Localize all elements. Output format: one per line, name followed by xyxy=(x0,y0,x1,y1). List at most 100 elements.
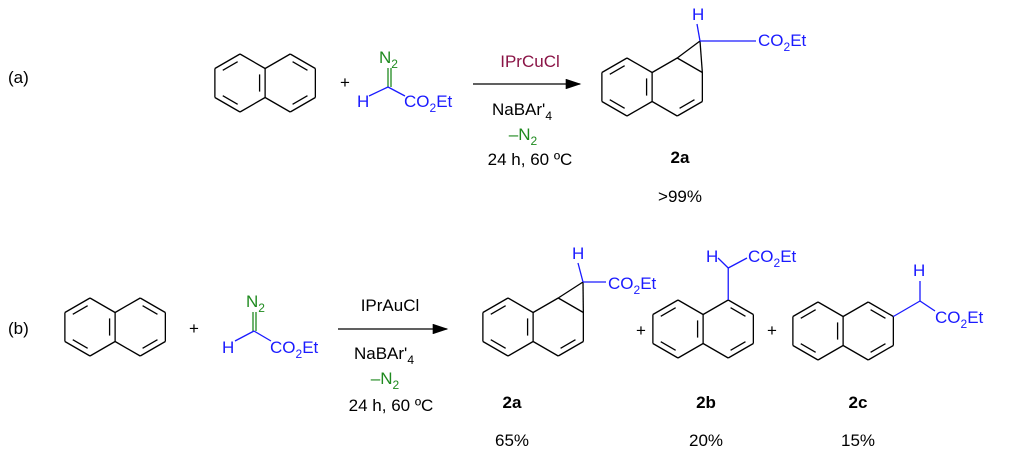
c-h-bond xyxy=(717,257,729,269)
product-2c-h: H xyxy=(913,261,925,280)
ring-bond xyxy=(64,340,91,357)
ring-bond xyxy=(89,297,116,314)
ring-bond xyxy=(557,340,584,357)
c-ester-bond xyxy=(727,257,748,269)
ring-bond xyxy=(114,297,141,314)
ring-bond xyxy=(114,340,141,357)
ring-bond xyxy=(64,297,91,314)
ring-bond xyxy=(842,301,869,318)
double-bond-inner xyxy=(72,339,88,349)
ring-bond xyxy=(651,57,678,74)
double-bond-inner xyxy=(800,343,816,353)
double-bond-inner xyxy=(660,341,676,351)
ring-bond xyxy=(532,340,559,357)
ch-bond xyxy=(893,300,921,318)
c-h-bond xyxy=(696,23,701,42)
ring-bond xyxy=(89,340,116,357)
double-bond-inner xyxy=(490,339,506,349)
ring-bond xyxy=(601,57,628,74)
double-bond-inner xyxy=(560,339,576,349)
ring-bond xyxy=(652,342,679,359)
double-bond-inner xyxy=(292,95,308,105)
ring-bond xyxy=(482,340,509,357)
ring-bond xyxy=(652,299,679,316)
double-bond-inner xyxy=(72,305,88,315)
ring-bond xyxy=(214,96,241,113)
ring-bond xyxy=(532,297,559,314)
double-bond-inner xyxy=(870,309,886,319)
diazo-h: H xyxy=(222,338,234,357)
ring-bond xyxy=(507,340,534,357)
ring-bond xyxy=(702,342,729,359)
c-ester-bond xyxy=(253,330,272,342)
ring-bond xyxy=(651,100,678,117)
plus-sign: + xyxy=(767,321,777,340)
catalyst: IPrCuCl xyxy=(500,52,560,71)
double-bond-inner xyxy=(142,305,158,315)
bond-lines xyxy=(64,23,936,361)
ring-bond xyxy=(239,53,266,70)
ring-bond xyxy=(727,299,754,316)
product-yield: >99% xyxy=(658,187,702,206)
double-bond-inner xyxy=(660,307,676,317)
plus-sign: + xyxy=(340,73,350,92)
conditions: 24 h, 60 ºC xyxy=(488,150,573,169)
ring-bond xyxy=(557,297,584,314)
product-2b-yield: 20% xyxy=(689,431,723,450)
double-bond-inner xyxy=(730,307,746,317)
ring-bond xyxy=(601,100,628,117)
cyclopropane-bond xyxy=(699,40,703,73)
double-bond-inner xyxy=(222,95,238,105)
cyclopropane-bond xyxy=(557,281,584,299)
double-bond-inner xyxy=(730,341,746,351)
ring-bond xyxy=(482,297,509,314)
double-bond-inner xyxy=(292,61,308,71)
diazo-h: H xyxy=(357,92,369,111)
ring-bond xyxy=(626,100,653,117)
ring-bond xyxy=(676,57,703,74)
product-2c-ester: CO2Et xyxy=(935,308,984,331)
reaction-b-label: (b) xyxy=(8,319,29,338)
ring-bond xyxy=(677,299,704,316)
ring-bond xyxy=(867,344,894,361)
ring-bond xyxy=(727,342,754,359)
double-bond-inner xyxy=(222,61,238,71)
c-ester-bond xyxy=(387,86,406,97)
byproduct: –N2 xyxy=(509,125,538,148)
product-2a-h: H xyxy=(572,244,584,263)
product-2c-yield: 15% xyxy=(841,431,875,450)
double-bond-inner xyxy=(609,65,625,75)
ring-bond xyxy=(626,57,653,74)
product-label: 2a xyxy=(671,148,690,167)
ring-bond xyxy=(676,100,703,117)
byproduct: –N2 xyxy=(371,369,400,392)
double-bond-inner xyxy=(142,339,158,349)
ring-bond xyxy=(817,344,844,361)
product-2a-ester: CO2Et xyxy=(608,274,657,297)
c-h-bond xyxy=(577,262,584,283)
double-bond-inner xyxy=(870,343,886,353)
ring-bond xyxy=(792,301,819,318)
diazo-n2: N2 xyxy=(246,292,265,315)
cyclopropane-bond xyxy=(676,40,701,59)
product-2a-yield: 65% xyxy=(495,431,529,450)
product-ester: CO2Et xyxy=(758,31,807,54)
ring-bond xyxy=(677,342,704,359)
conditions: 24 h, 60 ºC xyxy=(349,396,434,415)
c-h-bond xyxy=(368,86,389,97)
ring-bond xyxy=(817,301,844,318)
c-h-bond xyxy=(234,330,255,342)
double-bond-inner xyxy=(490,305,506,315)
catalyst: IPrAuCl xyxy=(361,296,420,315)
product-2b-ester: CO2Et xyxy=(748,247,797,270)
ring-bond xyxy=(139,340,166,357)
additive: NaBAr'4 xyxy=(492,100,552,123)
double-bond-inner xyxy=(609,99,625,109)
ring-bond xyxy=(867,301,894,318)
plus-sign: + xyxy=(189,319,199,338)
double-bond-inner xyxy=(800,309,816,319)
ring-bond xyxy=(792,344,819,361)
ring-bond xyxy=(289,53,316,70)
diazo-ester: CO2Et xyxy=(404,92,453,115)
ring-bond xyxy=(139,297,166,314)
